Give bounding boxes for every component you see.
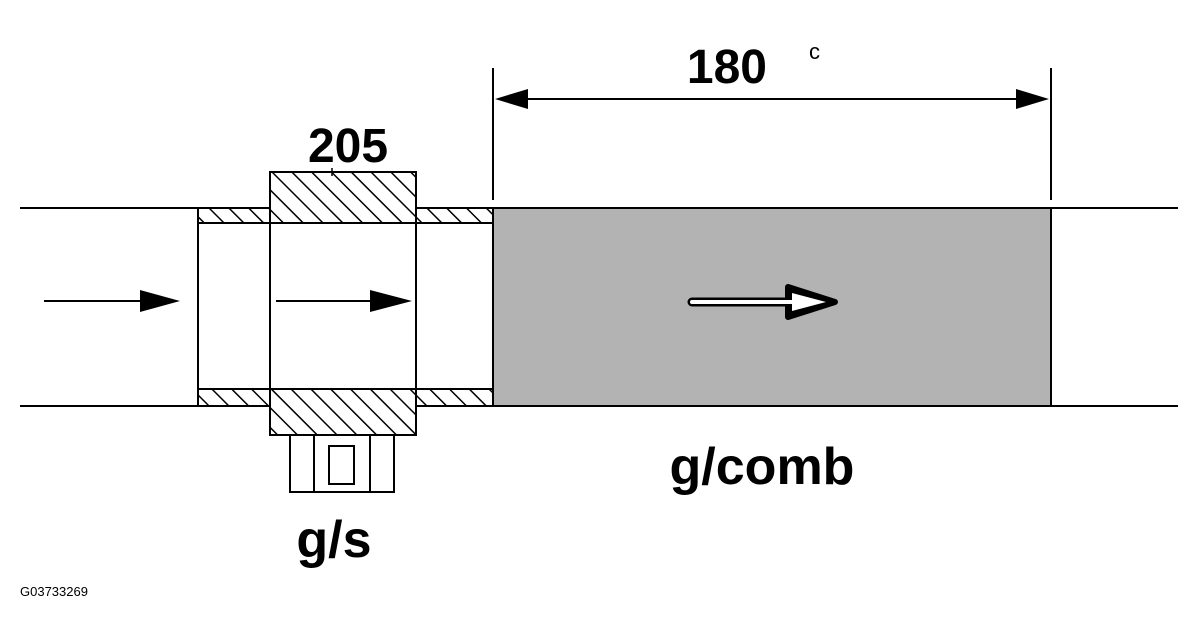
duration-unit-label: c bbox=[809, 39, 820, 64]
flow-arrow-icon bbox=[276, 290, 412, 312]
sensor-bottom-block bbox=[269, 388, 417, 436]
figure-id: G03733269 bbox=[20, 584, 88, 599]
duration-value-label: 180 bbox=[687, 41, 767, 94]
dimension-arrow-icon bbox=[1016, 89, 1049, 109]
sensor-top-block bbox=[269, 171, 417, 224]
connector-icon bbox=[289, 434, 395, 493]
flow-arrow-icon bbox=[44, 290, 180, 312]
sensor-dimension-label: 205 bbox=[308, 120, 388, 173]
sensor-sleeve bbox=[197, 207, 494, 407]
combustion-chamber bbox=[492, 207, 1052, 407]
air-flow-unit-label: g/s bbox=[296, 511, 371, 569]
air-per-combustion-label: g/comb bbox=[670, 438, 855, 496]
duration-dimension bbox=[492, 68, 1052, 200]
hollow-flow-arrow-icon bbox=[687, 284, 838, 320]
dimension-arrow-icon bbox=[495, 89, 528, 109]
